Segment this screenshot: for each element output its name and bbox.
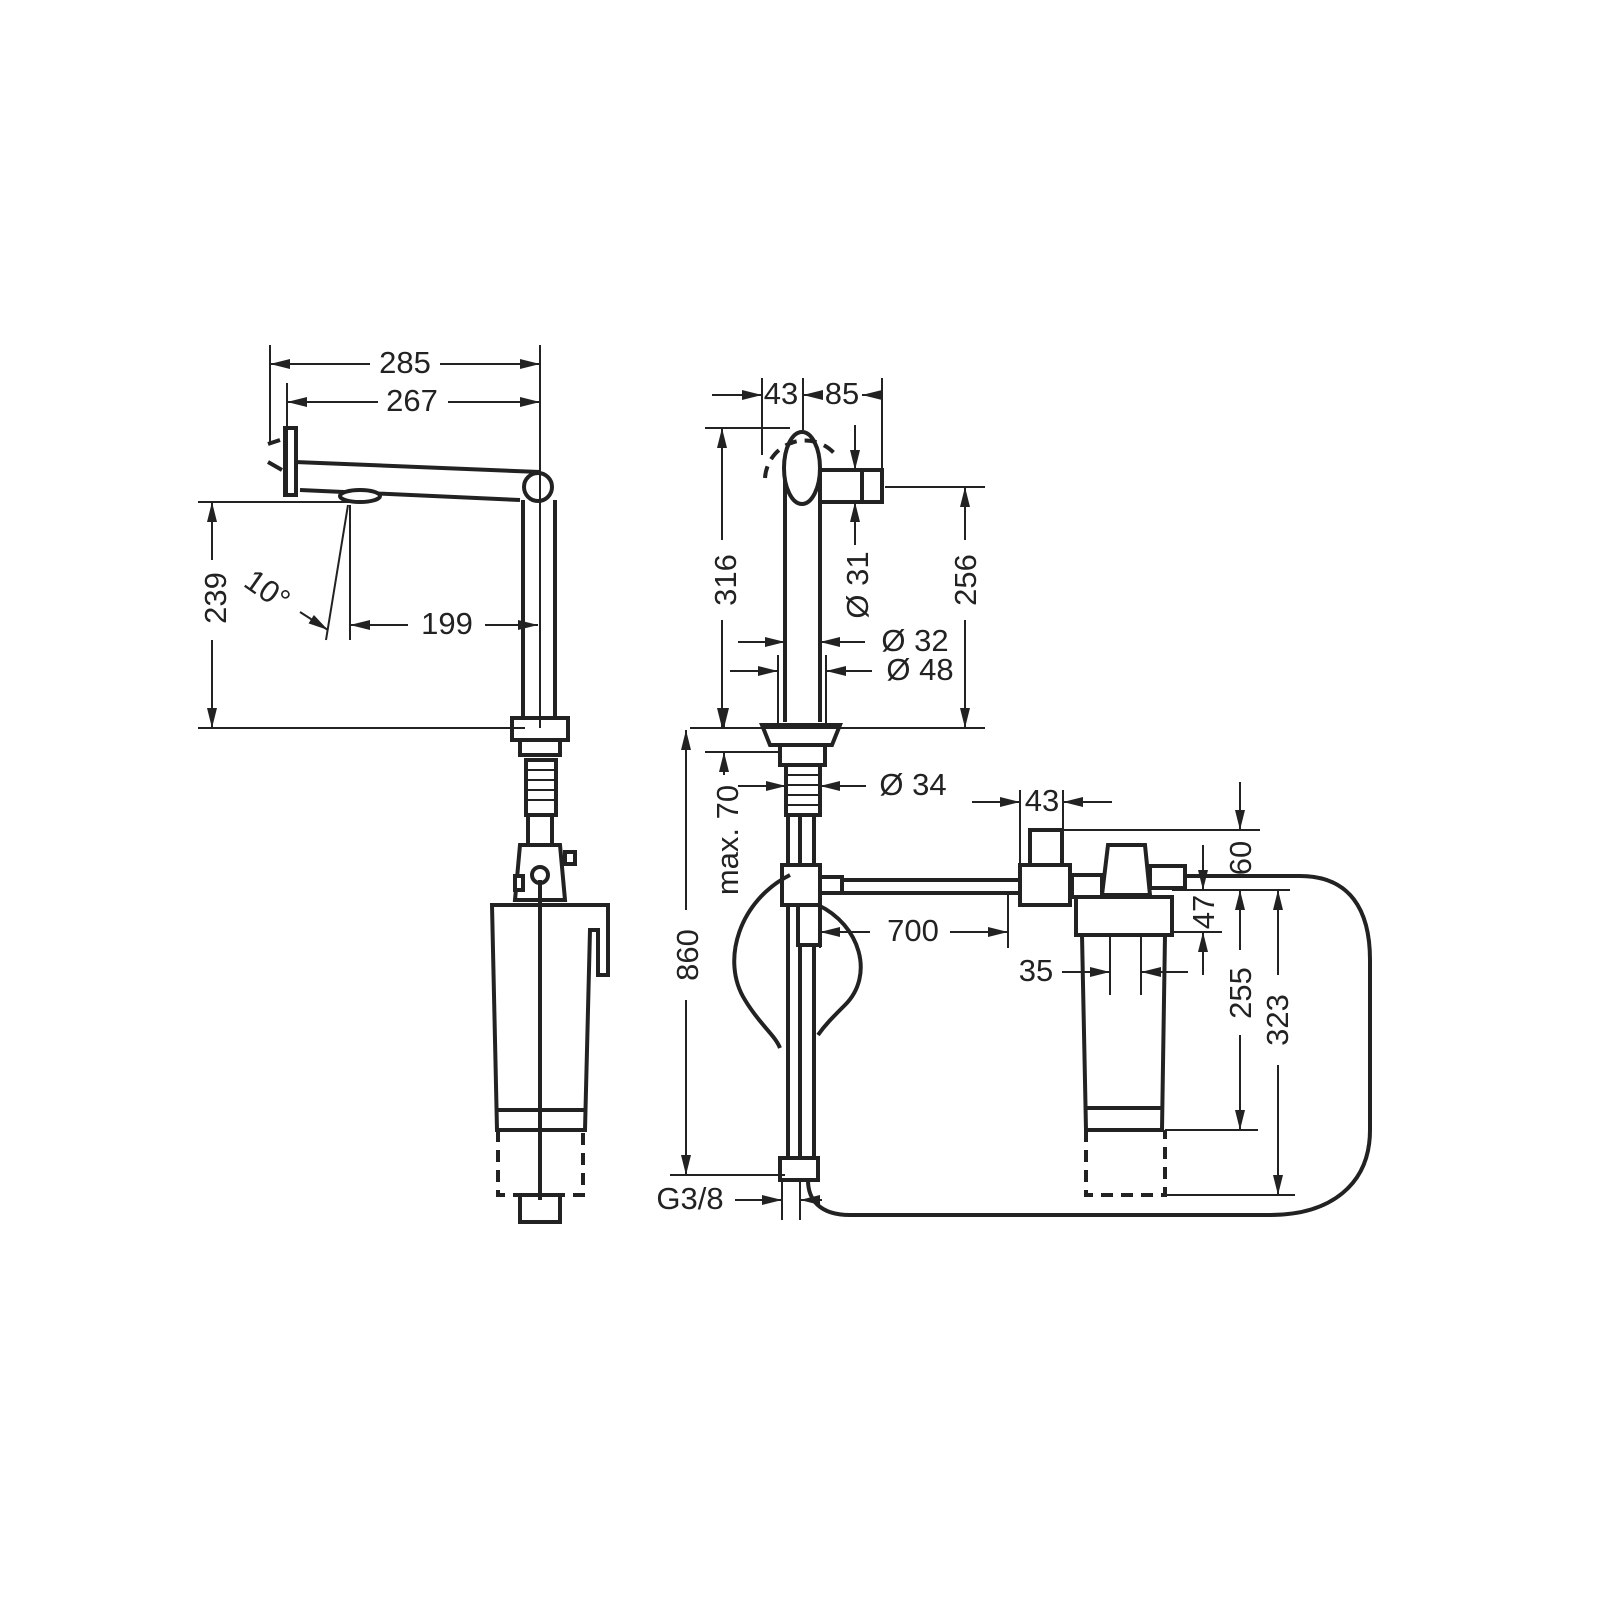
aerator bbox=[338, 488, 382, 504]
dim-700: 700 bbox=[887, 913, 939, 948]
dim-199: 199 bbox=[421, 606, 473, 641]
dim-diameter-34: Ø 34 bbox=[879, 767, 946, 802]
dim-255: 255 bbox=[1223, 967, 1258, 1019]
right-hose-loop bbox=[816, 903, 863, 1037]
thread bbox=[524, 758, 558, 817]
side-view-dimensions: 285 267 239 10° 199 bbox=[198, 345, 541, 729]
side-view-faucet bbox=[267, 426, 610, 1224]
filter-unit: 700 43 60 47 35 255 323 bbox=[806, 782, 1372, 1217]
connecting-hose bbox=[842, 878, 985, 895]
valve-button bbox=[563, 850, 577, 866]
t-connector bbox=[780, 863, 822, 907]
front-view-dimensions: 43 85 316 256 Ø 31 Ø 32 Ø 48 Ø 34 max. 7… bbox=[656, 376, 985, 1220]
dim-43-handle: 43 bbox=[764, 376, 798, 411]
dim-35: 35 bbox=[1019, 953, 1053, 988]
handle-swing-path bbox=[763, 438, 840, 479]
dim-239: 239 bbox=[198, 572, 233, 624]
thread-lines bbox=[786, 774, 820, 806]
filter-head-cap bbox=[1099, 843, 1153, 897]
deck-base bbox=[759, 723, 843, 747]
connector-tubes bbox=[526, 815, 554, 845]
dim-diameter-48: Ø 48 bbox=[886, 652, 953, 687]
filter-head bbox=[1074, 895, 1174, 937]
front-view-faucet bbox=[732, 430, 985, 1182]
base-ring bbox=[518, 738, 562, 757]
lower-fitting bbox=[796, 903, 822, 947]
dim-47: 47 bbox=[1186, 895, 1221, 929]
dim-285: 285 bbox=[379, 345, 431, 380]
dim-860: 860 bbox=[670, 929, 705, 981]
thread bbox=[784, 763, 822, 817]
dim-max-70: max. 70 bbox=[710, 785, 745, 895]
front-view: 43 85 316 256 Ø 31 Ø 32 Ø 48 Ø 34 max. 7… bbox=[656, 376, 985, 1220]
filter-cartridge bbox=[1079, 933, 1168, 1132]
side-view: 285 267 239 10° 199 bbox=[198, 345, 610, 1224]
dim-85: 85 bbox=[825, 376, 859, 411]
filter-cartridge bbox=[489, 903, 610, 1132]
shutoff-valve-knob bbox=[1028, 828, 1064, 867]
dim-323: 323 bbox=[1260, 994, 1295, 1046]
filter-unit-dimensions: 700 43 60 47 35 255 323 bbox=[819, 782, 1295, 1196]
dim-267: 267 bbox=[386, 383, 438, 418]
dim-60: 60 bbox=[1223, 841, 1258, 875]
bottom-connectors bbox=[778, 1156, 820, 1182]
dim-g3-8: G3/8 bbox=[656, 1181, 723, 1216]
dim-43-valve: 43 bbox=[1025, 783, 1059, 818]
column bbox=[783, 470, 822, 722]
spray-head bbox=[283, 426, 298, 497]
return-hose bbox=[806, 874, 1372, 1217]
base-ring bbox=[778, 743, 827, 767]
filter-outlet-fitting bbox=[1148, 864, 1187, 890]
handle-lever bbox=[818, 468, 884, 504]
dim-316: 316 bbox=[708, 554, 743, 606]
handle-pivot bbox=[522, 471, 554, 503]
spout-arm bbox=[294, 460, 541, 502]
filter-replacement-clearance bbox=[1084, 1130, 1167, 1197]
valve-nub bbox=[513, 874, 525, 892]
left-hose-loop bbox=[732, 873, 791, 1049]
thread-lines bbox=[526, 769, 556, 801]
valve-coupling bbox=[1070, 873, 1104, 899]
dim-angle: 10° bbox=[238, 562, 296, 618]
dim-diameter-31: Ø 31 bbox=[840, 551, 875, 618]
dim-diameter-32: Ø 32 bbox=[881, 623, 948, 658]
shutoff-valve bbox=[1018, 863, 1072, 907]
dim-256: 256 bbox=[948, 554, 983, 606]
filter-unit-body bbox=[806, 828, 1372, 1217]
column bbox=[521, 500, 557, 718]
outlet-fitting bbox=[818, 875, 844, 895]
